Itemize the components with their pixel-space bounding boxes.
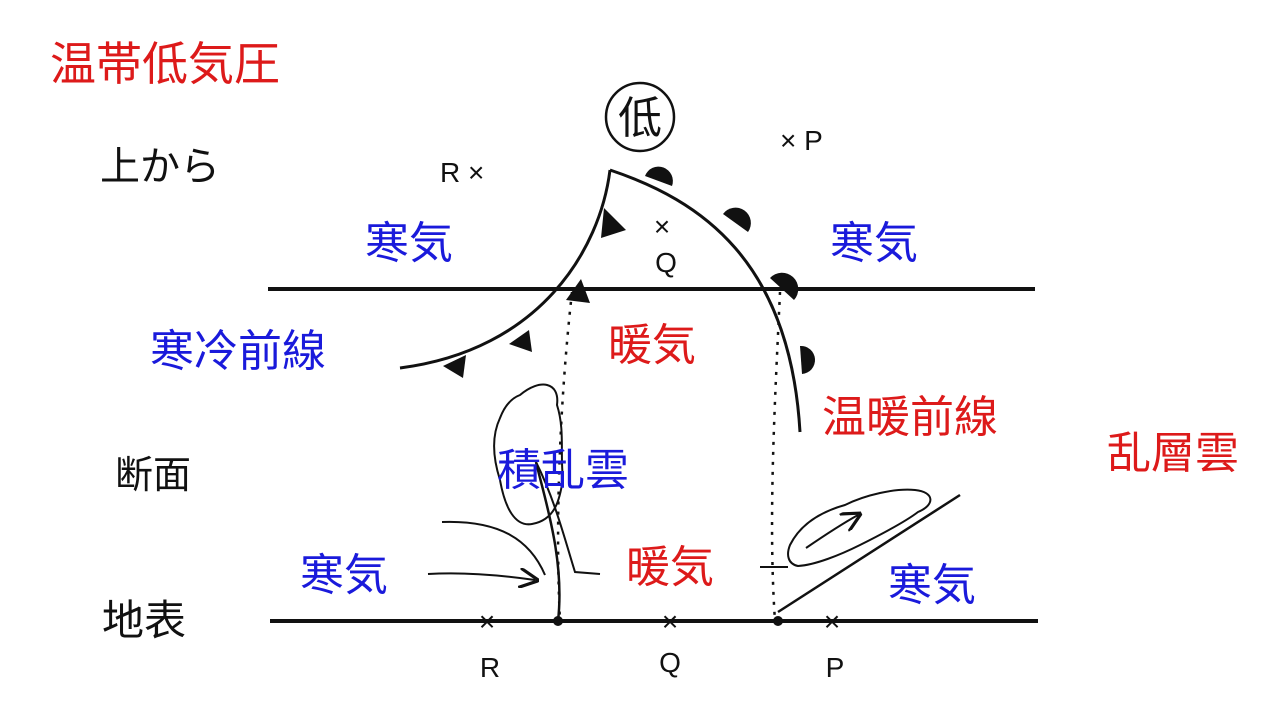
air-mass-cold-left-top: 寒気 [365,218,453,269]
diagram-title: 温帯低気圧 [50,37,280,91]
cold-front-surface-point [553,616,563,626]
surface-x-mark: × [824,606,840,637]
nimbostratus-label: 乱層雲 [1107,428,1239,479]
warm-front-projection [770,291,782,622]
warm-front-line [609,168,802,433]
point-p-top: × P [780,125,823,156]
label-surface: 地表 [102,596,186,645]
air-mass-warm-section: 暖気 [626,542,714,593]
warm-front-section-boundary [777,493,961,614]
low-pressure-circle [604,81,676,153]
warm-front-surface-point [773,616,783,626]
air-mass-warm-top: 暖気 [608,320,696,371]
label-top-view: 上から [100,144,220,190]
air-mass-cold-left-section: 寒気 [300,550,388,601]
warm-front-bump [723,207,751,232]
surface-x-mark: × [479,606,495,637]
cumulonimbus-cloud-shape [493,383,565,526]
point-r-top: R × [440,157,484,188]
cold-front-triangle [509,330,532,352]
cumulonimbus-label: 積乱雲 [497,445,629,496]
point-p-surface: P [826,652,845,683]
low-pressure-symbol: 低 [618,93,662,144]
cold-front-section-boundary [534,461,561,622]
cold-front-label: 寒冷前線 [150,326,326,377]
nimbostratus-cloud-shape [787,488,932,568]
cold-front-triangle [566,279,590,303]
cold-air-arrow [441,520,546,576]
cold-front-triangle [601,208,626,238]
warm-front-bump [770,272,799,300]
warm-front-bump [800,345,816,374]
point-q-mark-top: × [654,211,670,242]
warm-front-label: 温暖前線 [822,392,998,443]
air-mass-cold-right-top: 寒気 [830,218,918,269]
surface-x-mark: × [662,606,678,637]
point-q-surface: Q [659,647,681,678]
point-r-surface: R [480,652,500,683]
warm-air-uplift-line [535,461,601,575]
cold-air-arrow [427,573,535,580]
warm-front-bump [645,166,673,186]
air-mass-cold-right-section: 寒気 [888,560,976,611]
cold-front-triangle [443,355,466,378]
label-cross-section: 断面 [115,453,191,497]
point-q-top: Q [655,247,677,278]
cold-front-line [399,169,612,370]
warm-air-rise-arrow [805,515,858,549]
